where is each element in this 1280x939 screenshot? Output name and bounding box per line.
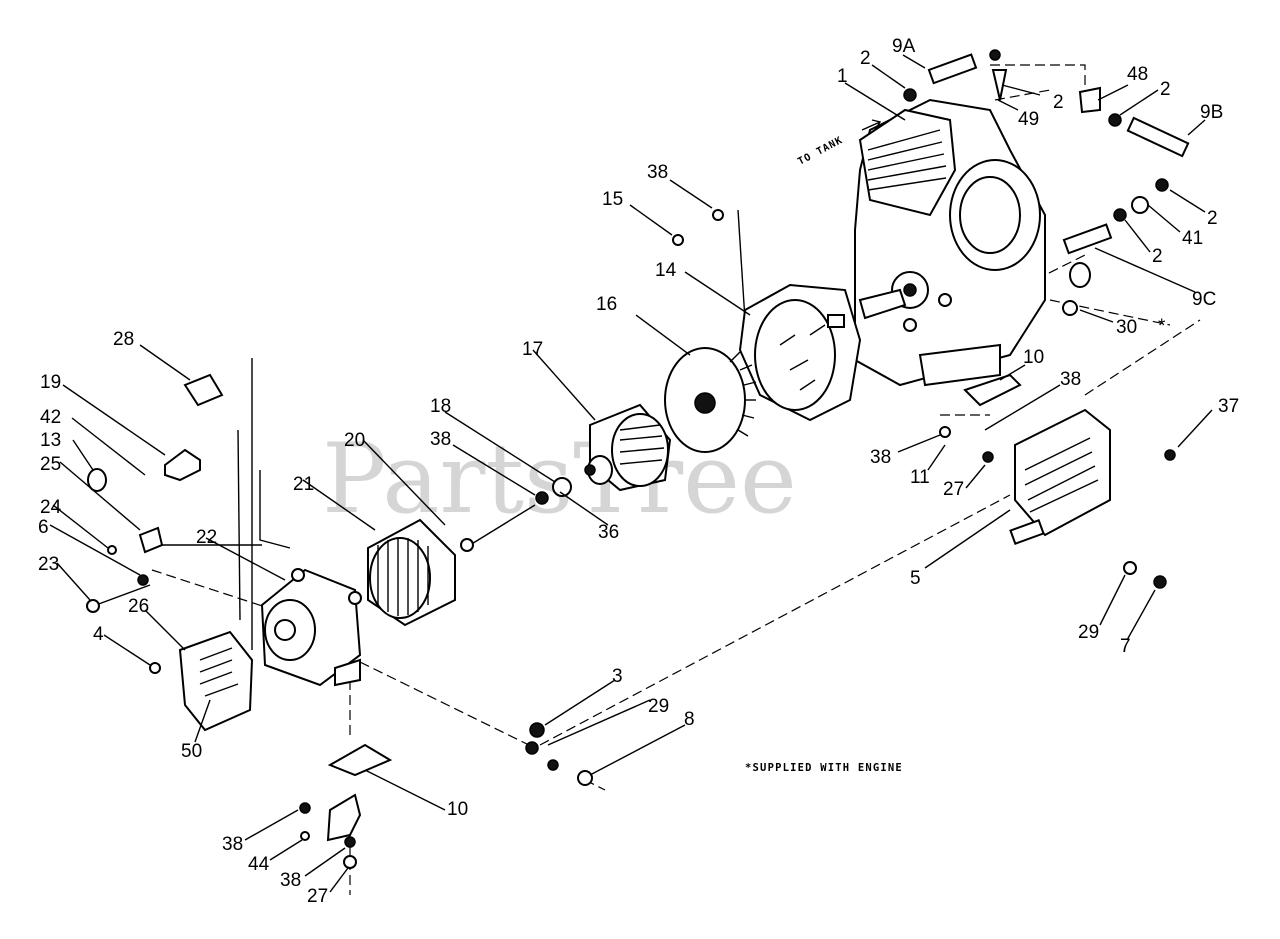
screw-7 — [1153, 575, 1167, 589]
washer-18 — [552, 477, 572, 497]
callout-41: 41 — [1182, 228, 1203, 249]
footnote: *SUPPLIED WITH ENGINE — [745, 762, 903, 774]
screw-44 — [300, 831, 310, 841]
callout-2: 2 — [860, 48, 871, 69]
mount-plate — [326, 793, 362, 842]
screw-24 — [107, 545, 117, 555]
callout-38: 38 — [280, 870, 301, 891]
callout-19: 19 — [40, 372, 61, 393]
callout-10: 10 — [1023, 347, 1044, 368]
washer-38-right — [939, 426, 951, 438]
callout-44: 44 — [248, 854, 270, 875]
callout-38: 38 — [647, 162, 668, 183]
callout-29: 29 — [1078, 622, 1099, 643]
callout-25: 25 — [40, 454, 61, 475]
rear-housing — [260, 568, 362, 687]
callout-2: 2 — [1160, 79, 1171, 100]
callout-2: 2 — [1053, 92, 1064, 113]
callout-30: 30 — [1116, 317, 1137, 338]
engine-assembly — [854, 98, 1046, 387]
nut-8 — [577, 770, 593, 786]
fan-housing — [738, 283, 862, 422]
callout-7: 7 — [1120, 636, 1131, 657]
fuel-fittings — [903, 49, 1190, 316]
leader-lines — [49, 54, 1213, 893]
callout-15: 15 — [602, 189, 623, 210]
washer-6 — [137, 574, 149, 586]
callout-1: 1 — [837, 66, 848, 87]
nut-27-right — [982, 451, 994, 463]
callout-9b: 9B — [1200, 102, 1223, 123]
callout-18: 18 — [430, 396, 451, 417]
callout-5: 5 — [910, 568, 921, 589]
lockwasher-bottom — [547, 759, 559, 771]
callout-8: 8 — [684, 709, 695, 730]
callout-50: 50 — [181, 741, 202, 762]
nut-27-bottom — [343, 855, 357, 869]
callout-11: 11 — [910, 467, 930, 488]
fan — [664, 347, 757, 453]
callout-2: 2 — [1207, 208, 1218, 229]
screw-37 — [1164, 449, 1176, 461]
callout-17: 17 — [522, 339, 543, 360]
washer-38-bottom1 — [299, 802, 311, 814]
callout-49: 49 — [1018, 109, 1039, 130]
through-bolt — [460, 504, 536, 552]
callout-9a: 9A — [892, 36, 916, 57]
screw-15 — [672, 234, 684, 246]
lockwasher-38 — [535, 491, 549, 505]
callout-4: 4 — [93, 624, 104, 645]
callout-38: 38 — [222, 834, 243, 855]
callout-38: 38 — [870, 447, 891, 468]
callout-27: 27 — [307, 886, 328, 907]
mount-10-bottom — [327, 743, 393, 777]
washer-38-bottom2 — [344, 836, 356, 848]
to-tank-arrow — [861, 119, 882, 131]
callout-38: 38 — [1060, 369, 1081, 390]
bracket-28 — [183, 373, 224, 407]
end-cover — [178, 630, 254, 732]
mount-10-top — [963, 373, 1022, 407]
callout-27: 27 — [943, 479, 964, 500]
callout-37: 37 — [1218, 396, 1239, 417]
rotor — [584, 403, 672, 492]
washer-29-right — [1123, 561, 1137, 575]
screw-4 — [149, 662, 161, 674]
callout-23: 23 — [38, 554, 59, 575]
grommet-13 — [87, 468, 107, 492]
callout-20: 20 — [344, 430, 365, 451]
callout-24: 24 — [40, 497, 62, 518]
callout-13: 13 — [40, 430, 61, 451]
callout-21: 21 — [293, 474, 314, 495]
bolt-23 — [86, 584, 151, 613]
washer-29-bottom — [525, 741, 539, 755]
assembly-lines — [151, 64, 1201, 895]
callout-36: 36 — [598, 522, 619, 543]
callout-26: 26 — [128, 596, 149, 617]
stator — [367, 518, 456, 627]
callout-labels: 1 2 9A 2 49 48 2 9B 2 41 2 9C 30 * 38 15… — [38, 36, 1239, 907]
to-tank-label: TO TANK — [796, 135, 845, 168]
callout-42: 42 — [40, 407, 61, 428]
callout-22: 22 — [196, 527, 217, 548]
washer-38-top — [712, 209, 724, 221]
terminal-19 — [164, 448, 201, 482]
asterisk: * — [1158, 316, 1166, 337]
callout-38: 38 — [430, 429, 451, 450]
control-box — [1009, 408, 1111, 545]
callout-16: 16 — [596, 294, 617, 315]
callout-14: 14 — [655, 260, 677, 281]
callout-29: 29 — [648, 696, 669, 717]
callout-3: 3 — [612, 666, 623, 687]
washer-3 — [529, 722, 545, 738]
callout-10: 10 — [447, 799, 468, 820]
callout-9c: 9C — [1192, 289, 1216, 310]
callout-48: 48 — [1127, 64, 1148, 85]
callout-6: 6 — [38, 517, 49, 538]
callout-28: 28 — [113, 329, 134, 350]
part-25 — [138, 526, 164, 554]
callout-2: 2 — [1152, 246, 1163, 267]
